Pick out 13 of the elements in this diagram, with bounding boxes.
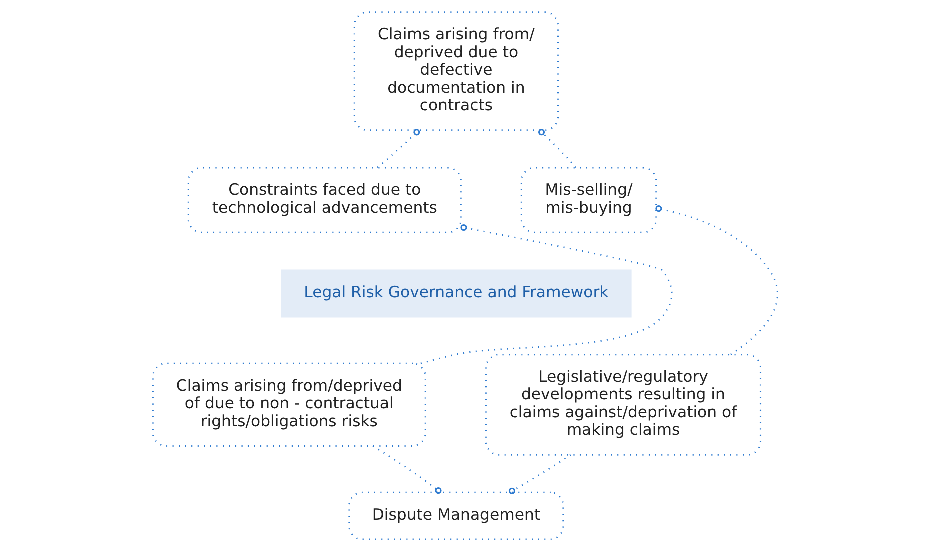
connector xyxy=(420,224,672,364)
node-box: Claims arising from/deprived of due to non - contractual rights/obligations risks xyxy=(152,362,426,447)
connector xyxy=(508,454,571,494)
node-box: Mis-selling/ mis-buying xyxy=(520,167,657,234)
node-box: Legal Risk Governance and Framework xyxy=(280,270,632,318)
connector xyxy=(376,129,420,168)
connector xyxy=(538,129,576,168)
node-box: Legislative/regulatory developments resulting in claims against/deprivation of making claims xyxy=(484,354,762,456)
connector xyxy=(372,446,442,494)
node-box: Dispute Management xyxy=(348,492,564,540)
connector xyxy=(655,206,778,356)
node-box: Claims arising from/ deprived due to defective documentation in contracts xyxy=(353,12,558,132)
node-box: Constraints faced due to technological advancements xyxy=(187,167,462,234)
